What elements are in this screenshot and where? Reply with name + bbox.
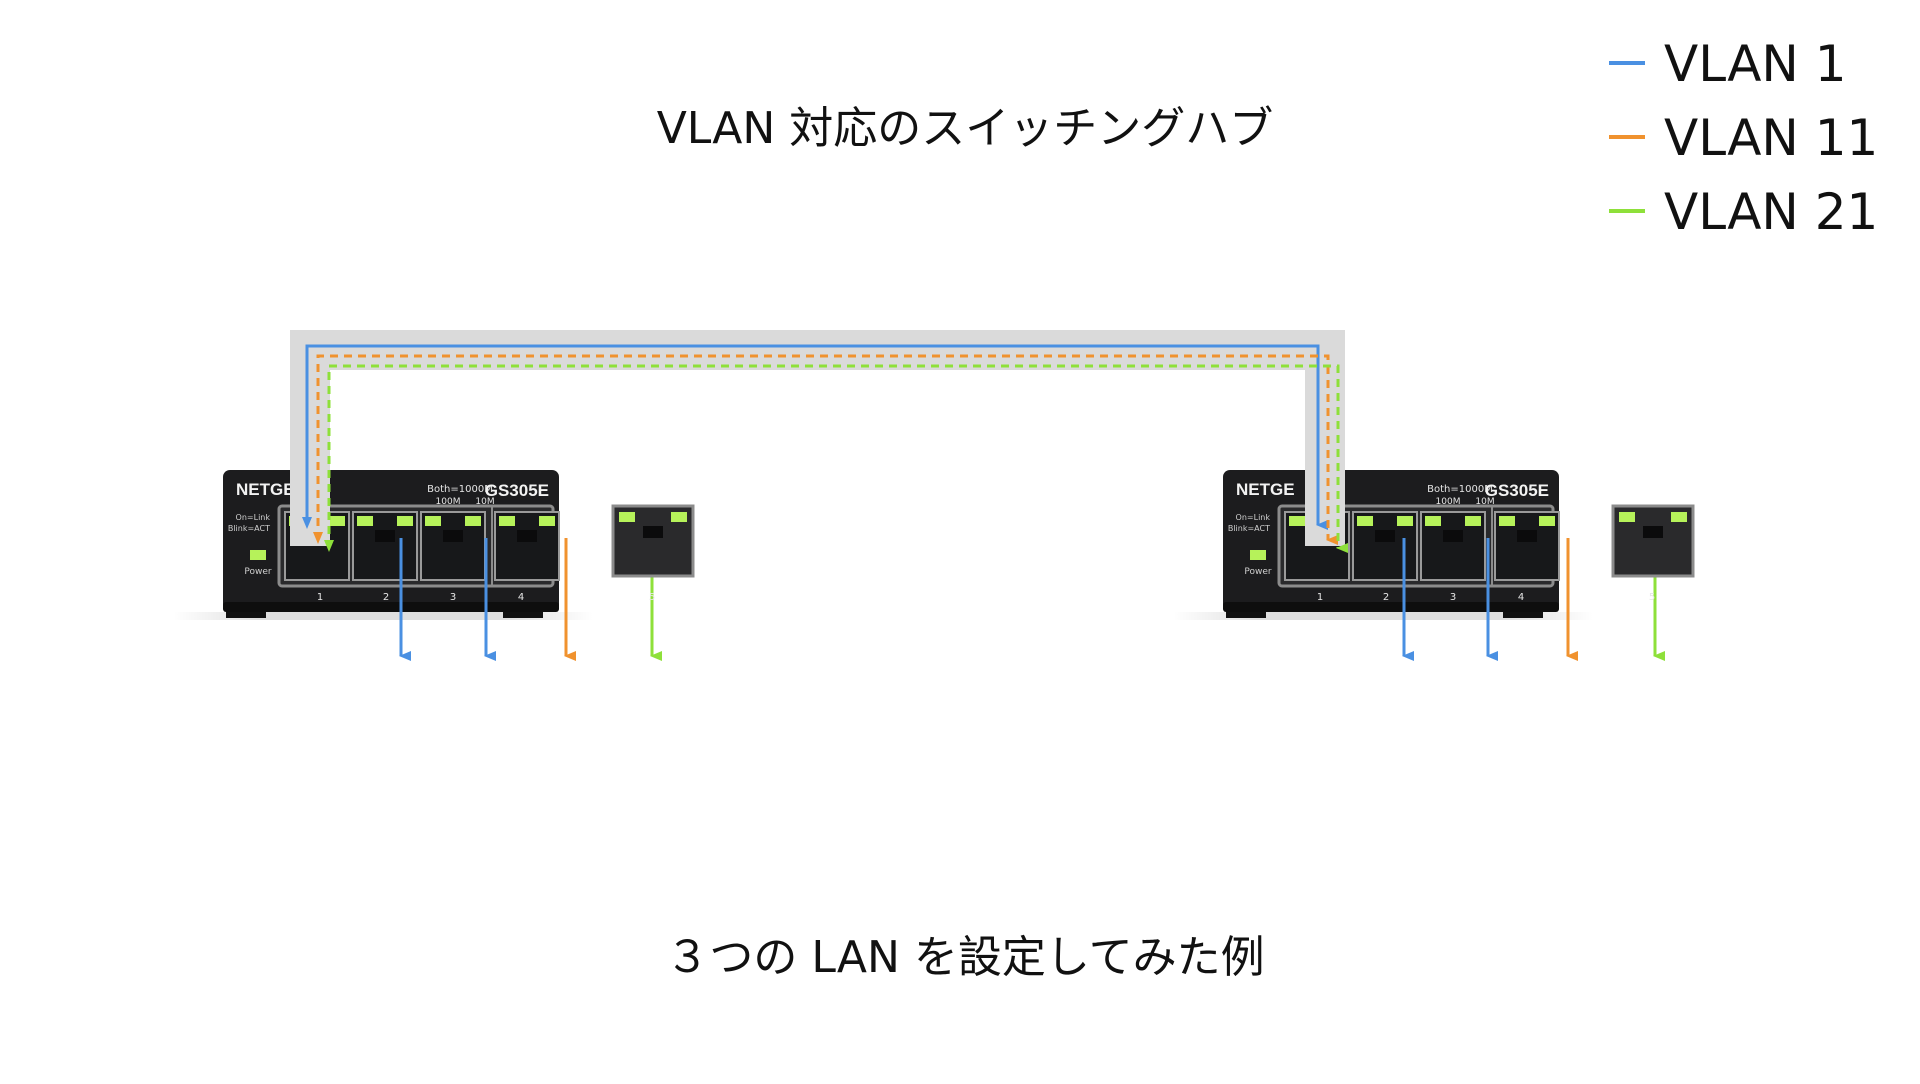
port-2 — [352, 511, 418, 581]
switch-shadow — [173, 612, 593, 620]
port-number-1: 1 — [1317, 592, 1323, 603]
switch-foot-right — [1503, 610, 1543, 618]
switch-brand: NETGE — [236, 480, 295, 499]
legend-label-vlan11: VLAN 11 — [1664, 109, 1878, 167]
switch-model: GS305E — [1485, 481, 1549, 500]
trunk-vlan21-line — [327, 364, 1348, 553]
trunk-vlan11-line — [316, 354, 1338, 545]
switch-led-legend-2: Blink=ACT — [228, 524, 270, 533]
power-led — [250, 550, 266, 560]
switch-speed-line2-a: 100M — [1436, 497, 1461, 507]
port-3 — [1420, 511, 1486, 581]
port-3 — [420, 511, 486, 581]
power-label: Power — [244, 567, 272, 577]
switch-speed-line1: Both=1000M — [427, 484, 493, 495]
switch-led-legend-2: Blink=ACT — [1228, 524, 1270, 533]
switch-foot-right — [503, 610, 543, 618]
port-4 — [1494, 511, 1560, 581]
switch-speed-line1: Both=1000M — [1427, 484, 1493, 495]
legend: VLAN 1 VLAN 11 VLAN 21 — [1609, 35, 1878, 241]
port-number-3: 3 — [1450, 592, 1456, 603]
legend-label-vlan1: VLAN 1 — [1664, 35, 1847, 93]
switch-speed-line2-b: 10M — [475, 497, 494, 507]
switch-left: NETGE Both=1000M 100M 10M GS305E On=Link… — [173, 470, 593, 620]
switch-led-legend-1: On=Link — [236, 513, 271, 522]
port-4 — [494, 511, 560, 581]
port-number-1: 1 — [317, 592, 323, 603]
port-number-5: 5 — [1649, 592, 1655, 603]
switch-model: GS305E — [485, 481, 549, 500]
trunk-vlan1-line — [305, 344, 1328, 530]
port-number-4: 4 — [1518, 592, 1524, 603]
switch-speed-line2-a: 100M — [436, 497, 461, 507]
right-port5-frame: 5 — [1611, 504, 1695, 603]
port-number-2: 2 — [383, 592, 389, 603]
port-number-5: 5 — [649, 592, 655, 603]
port-number-4: 4 — [518, 592, 524, 603]
diagram-caption: ３つの LAN を設定してみた例 — [665, 932, 1264, 983]
left-port5-frame: 5 — [611, 504, 695, 603]
port-number-2: 2 — [1383, 592, 1389, 603]
trunk-cable — [290, 330, 1348, 553]
power-led — [1250, 550, 1266, 560]
switch-right: NETGE Both=1000M 100M 10M GS305E On=Link… — [1173, 470, 1593, 620]
diagram-title: VLAN 対応のスイッチングハブ — [657, 103, 1274, 154]
switch-foot-left — [226, 610, 266, 618]
port-number-3: 3 — [450, 592, 456, 603]
switch-shadow — [1173, 612, 1593, 620]
switch-led-legend-1: On=Link — [1236, 513, 1271, 522]
switch-brand: NETGE — [1236, 480, 1295, 499]
legend-item-vlan11: VLAN 11 — [1609, 109, 1878, 167]
legend-label-vlan21: VLAN 21 — [1664, 183, 1878, 241]
legend-item-vlan21: VLAN 21 — [1609, 183, 1878, 241]
switch-speed-line2-b: 10M — [1475, 497, 1494, 507]
power-label: Power — [1244, 567, 1272, 577]
legend-item-vlan1: VLAN 1 — [1609, 35, 1847, 93]
switch-foot-left — [1226, 610, 1266, 618]
port-2 — [1352, 511, 1418, 581]
